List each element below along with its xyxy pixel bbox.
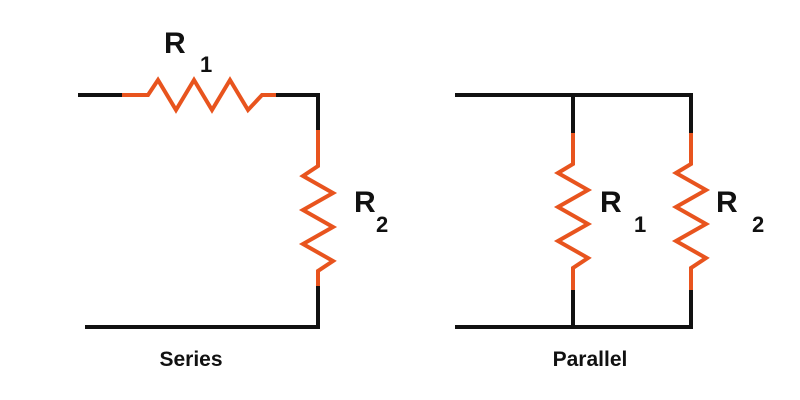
series-resistor-r1 <box>122 76 278 114</box>
parallel-circuit: R 1 R 2 Parallel <box>455 93 764 371</box>
parallel-r1-index: 1 <box>634 212 646 237</box>
series-circuit: R 1 R 2 Series <box>78 27 388 371</box>
series-r1-letter: R <box>164 27 186 60</box>
series-caption: Series <box>159 348 222 371</box>
parallel-r2-index: 2 <box>752 212 764 237</box>
series-r2-letter: R <box>354 186 376 219</box>
parallel-caption: Parallel <box>553 348 628 371</box>
parallel-r2-letter: R <box>716 186 738 219</box>
parallel-resistor-r1 <box>553 133 593 290</box>
series-wire-top-right <box>276 93 320 132</box>
parallel-resistor-r2 <box>671 133 711 290</box>
series-resistor-r2 <box>298 130 338 288</box>
series-r1-index: 1 <box>200 52 212 77</box>
parallel-r1-letter: R <box>600 186 622 219</box>
series-wire-bottom <box>85 286 320 329</box>
parallel-wire-bottom <box>455 288 693 329</box>
series-r2-index: 2 <box>376 212 388 237</box>
parallel-wire-top <box>455 93 693 135</box>
